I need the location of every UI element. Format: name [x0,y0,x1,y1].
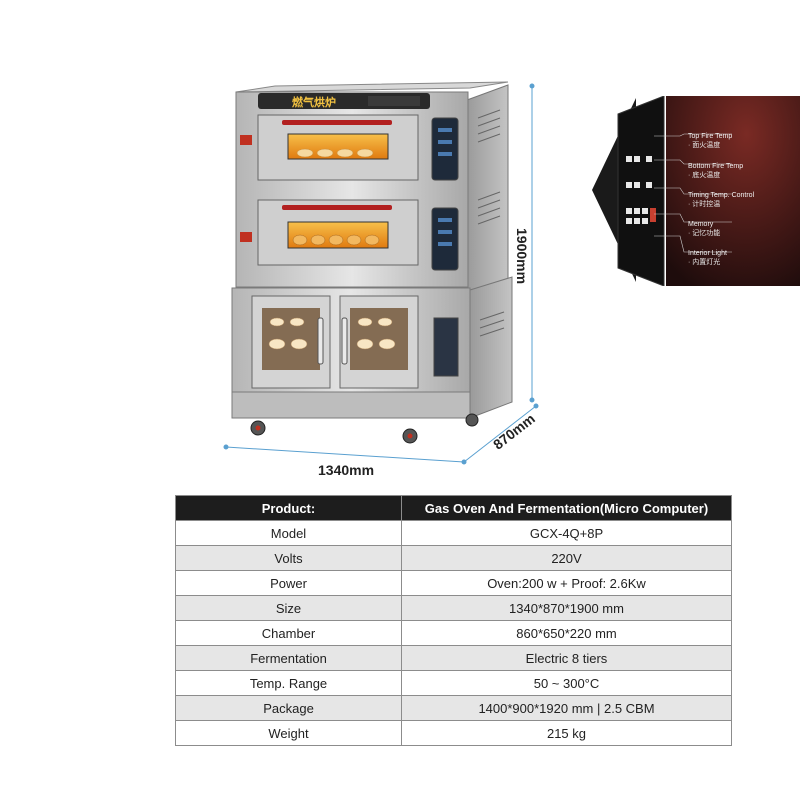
lower-deck-handle [282,205,392,210]
table-row: Size 1340*870*1900 mm [175,595,732,621]
dimension-width-label: 1340mm [318,462,375,478]
callout-timing-temp-control: Timing Temp. Control · 计时控温 [688,192,755,208]
proofer-handle-left [317,317,324,365]
spec-value: 860*650*220 mm [401,620,732,646]
spec-label: Package [175,695,402,721]
spec-label: Volts [175,545,402,571]
upper-deck-door [257,114,419,181]
proofer-control-panel [433,317,459,377]
spec-label: Temp. Range [175,670,402,696]
control-panel-callout: Top Fire Temp · 面火温度 Bottom Fire Temp · … [592,95,800,287]
dimension-lines [223,83,539,465]
spec-header-label: Product: [175,495,402,521]
table-row: Model GCX-4Q+8P [175,520,732,546]
side-vents [477,109,505,337]
spec-value: 220V [401,545,732,571]
proofer-handle-right [341,317,348,365]
spec-value: 50 ~ 300°C [401,670,732,696]
table-row: Weight 215 kg [175,720,732,746]
table-row: Chamber 860*650*220 mm [175,620,732,646]
spec-label: Weight [175,720,402,746]
product-figure: 燃气烘炉 [223,81,539,478]
upper-deck-bread [296,148,374,158]
lower-deck-bread [292,234,380,246]
proofer-side [469,276,513,419]
table-row: Temp. Range 50 ~ 300°C [175,670,732,696]
spec-value: Oven:200 w + Proof: 2.6Kw [401,570,732,596]
oven-sign-text: 燃气烘炉 [291,95,336,109]
spec-value: 1340*870*1900 mm [401,595,732,621]
callout-memory: Memory · 记忆功能 [688,221,721,237]
table-row: Package 1400*900*1920 mm | 2.5 CBM [175,695,732,721]
spec-label: Model [175,520,402,546]
oven-side-upper [466,84,509,301]
spec-value: 215 kg [401,720,732,746]
proofer-bread [268,317,396,350]
spec-label: Size [175,595,402,621]
callout-interior-light: Interior Light · 内置灯光 [688,250,727,266]
spec-table: Product: Gas Oven And Fermentation(Micro… [175,495,732,746]
spec-label: Chamber [175,620,402,646]
spec-label: Power [175,570,402,596]
upper-deck-handle [282,120,392,125]
lower-control-panel [431,207,459,271]
callout-top-fire-temp: Top Fire Temp · 面火温度 [688,133,733,149]
proofer-base [231,391,471,419]
spec-value: 1400*900*1920 mm | 2.5 CBM [401,695,732,721]
spec-header-value: Gas Oven And Fermentation(Micro Computer… [401,495,732,521]
table-row: Fermentation Electric 8 tiers [175,645,732,671]
dimension-height-label: 1900mm [514,228,530,285]
upper-control-panel [431,117,459,181]
spec-header-row: Product: Gas Oven And Fermentation(Micro… [175,495,732,521]
spec-label: Fermentation [175,645,402,671]
table-row: Volts 220V [175,545,732,571]
callout-bottom-fire-temp: Bottom Fire Temp · 底火温度 [688,163,744,179]
table-row: Power Oven:200 w + Proof: 2.6Kw [175,570,732,596]
control-panel-closeup [592,95,800,287]
oven-illustration: 燃气烘炉 [223,81,539,465]
oven-top [235,81,509,93]
spec-value: Electric 8 tiers [401,645,732,671]
spec-value: GCX-4Q+8P [401,520,732,546]
